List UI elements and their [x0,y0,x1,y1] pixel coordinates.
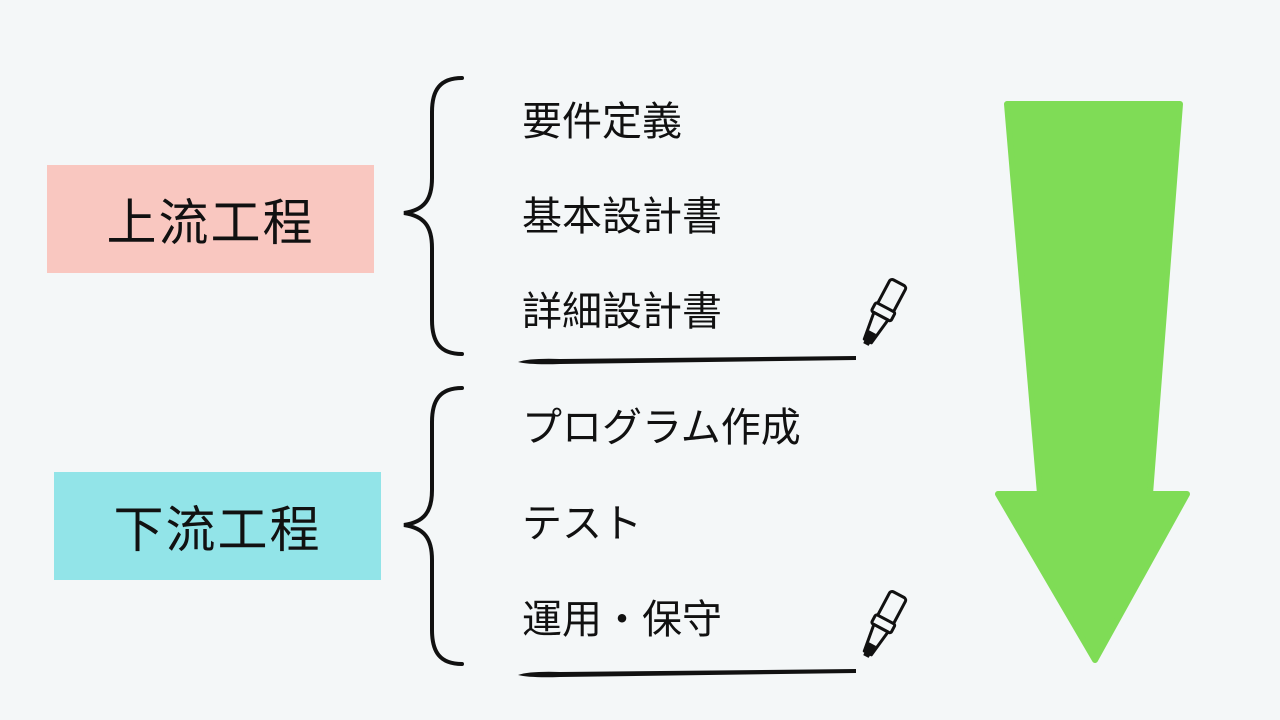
down-arrow-icon [995,101,1190,663]
marker-pen-icon [862,278,908,346]
downstream-phase-label: 下流工程 [54,472,381,580]
step-testing: テスト [522,501,642,547]
brace-icon [403,386,464,666]
marker-underline [518,356,856,365]
marker-underline [518,669,856,678]
step-requirements: 要件定義 [522,99,682,145]
step-basic-design: 基本設計書 [522,194,722,240]
brace-icon [403,76,464,356]
step-detailed-design: 詳細設計書 [522,289,722,335]
marker-pen-icon [862,590,908,658]
step-programming: プログラム作成 [522,405,801,451]
upstream-phase-label: 上流工程 [47,165,374,273]
step-operation-maintenance: 運用・保守 [522,597,722,643]
